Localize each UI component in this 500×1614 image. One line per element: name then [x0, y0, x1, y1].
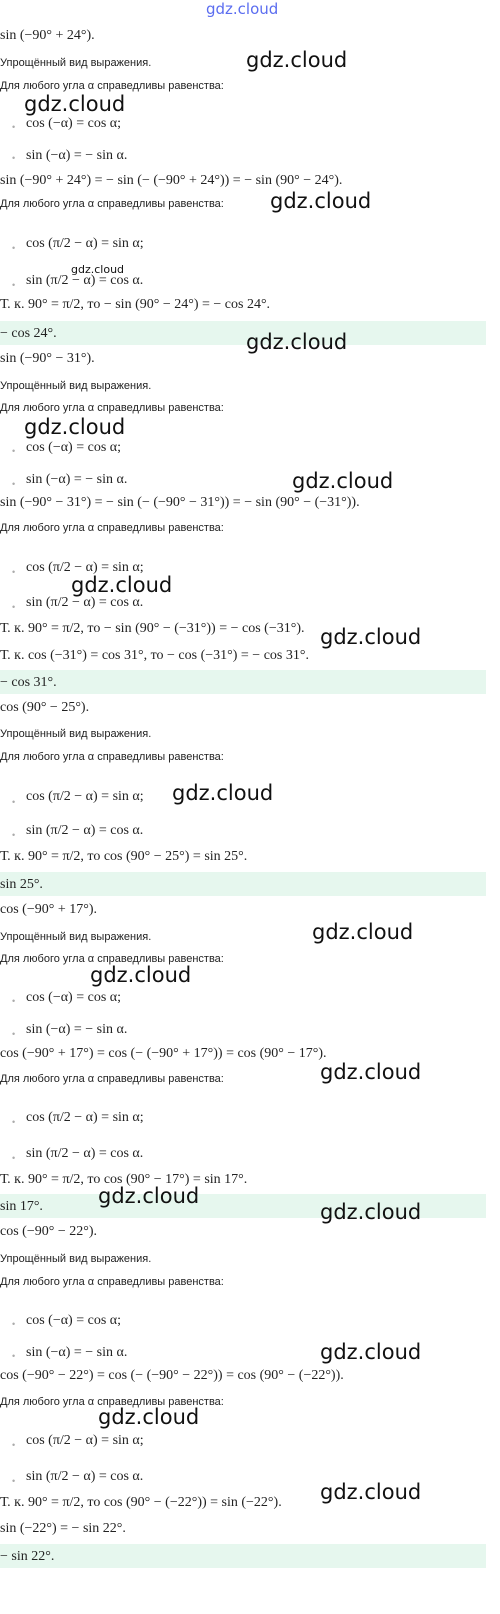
text-line: Для любого угла α справедливы равенства: [0, 402, 224, 414]
text-line: Упрощённый вид выражения. [0, 57, 152, 69]
formula-line: cos (−α) = cos α; [26, 440, 121, 455]
watermark: gdz.cloud [24, 92, 126, 116]
formula-line: Т. к. 90° = π/2, то − sin (90° − (−31°))… [0, 621, 305, 636]
watermark: gdz.cloud [270, 189, 372, 213]
formula-line: sin (π/2 − α) = cos α. [26, 595, 144, 610]
bullet-icon: • [12, 1476, 16, 1486]
answer-line: − sin 22°. [0, 1549, 55, 1564]
answer-line: − cos 31°. [0, 675, 57, 690]
bullet-icon: • [12, 243, 16, 253]
formula-line: sin (−α) = − sin α. [26, 1022, 128, 1037]
text-line: Упрощённый вид выражения. [0, 380, 152, 392]
text-line: Упрощённый вид выражения. [0, 728, 152, 740]
formula-line: sin (π/2 − α) = cos α. [26, 823, 144, 838]
watermark: gdz.cloud [71, 263, 125, 276]
watermark: gdz.cloud [246, 330, 348, 354]
formula-line: cos (−90° + 17°) = cos (− (−90° + 17°)) … [0, 1046, 327, 1061]
answer-highlight [0, 872, 486, 896]
watermark-top: gdz.cloud [206, 0, 279, 18]
text-line: Для любого угла α справедливы равенства: [0, 1396, 224, 1408]
text-line: Для любого угла α справедливы равенства: [0, 1073, 224, 1085]
formula-line: cos (π/2 − α) = sin α; [26, 789, 144, 804]
watermark: gdz.cloud [320, 1060, 422, 1084]
formula-line: sin (π/2 − α) = cos α. [26, 1469, 144, 1484]
formula-line: sin (−90° − 31°) = − sin (− (−90° − 31°)… [0, 495, 360, 510]
bullet-icon: • [12, 1153, 16, 1163]
bullet-icon: • [12, 446, 16, 456]
formula-line: Т. к. 90° = π/2, то cos (90° − (−22°)) =… [0, 1495, 282, 1510]
text-line: Для любого угла α справедливы равенства: [0, 522, 224, 534]
formula-line: sin (π/2 − α) = cos α. [26, 1146, 144, 1161]
text-line: Для любого угла α справедливы равенства: [0, 80, 224, 92]
watermark: gdz.cloud [320, 1480, 422, 1504]
formula-line: Т. к. cos (−31°) = cos 31°, то − cos (−3… [0, 648, 309, 663]
bullet-icon: • [12, 1351, 16, 1361]
formula-line: Т. к. 90° = π/2, то cos (90° − 17°) = si… [0, 1172, 248, 1187]
answer-highlight [0, 1194, 486, 1218]
text-line: Упрощённый вид выражения. [0, 1253, 152, 1265]
formula-line: Т. к. 90° = π/2, то cos (90° − 25°) = si… [0, 849, 248, 864]
formula-line: cos (π/2 − α) = sin α; [26, 560, 144, 575]
watermark: gdz.cloud [246, 48, 348, 72]
bullet-icon: • [12, 797, 16, 807]
watermark: gdz.cloud [320, 1340, 422, 1364]
watermark: gdz.cloud [320, 625, 422, 649]
answer-line: sin 17°. [0, 1199, 43, 1214]
formula-line: cos (−90° − 22°) = cos (− (−90° − 22°)) … [0, 1368, 344, 1383]
bullet-icon: • [12, 479, 16, 489]
bullet-icon: • [12, 830, 16, 840]
formula-line: sin (−α) = − sin α. [26, 1345, 128, 1360]
formula-line: cos (−α) = cos α; [26, 1313, 121, 1328]
formula-line: sin (π/2 − α) = cos α. [26, 273, 144, 288]
bullet-icon: • [12, 280, 16, 290]
watermark: gdz.cloud [98, 1405, 200, 1429]
bullet-icon: • [12, 602, 16, 612]
text-line: Для любого угла α справедливы равенства: [0, 953, 224, 965]
watermark: gdz.cloud [24, 415, 126, 439]
answer-line: − cos 24°. [0, 326, 57, 341]
text-line: Для любого угла α справедливы равенства: [0, 751, 224, 763]
expression-line: cos (−90° + 17°). [0, 902, 97, 917]
bullet-icon: • [12, 1117, 16, 1127]
text-line: Для любого угла α справедливы равенства: [0, 198, 224, 210]
watermark: gdz.cloud [71, 573, 173, 597]
bullet-icon: • [12, 1029, 16, 1039]
expression-line: cos (−90° − 22°). [0, 1224, 97, 1239]
bullet-icon: • [12, 996, 16, 1006]
answer-highlight [0, 321, 486, 345]
text-line: Упрощённый вид выражения. [0, 931, 152, 943]
bullet-icon: • [12, 567, 16, 577]
answer-highlight [0, 1544, 486, 1568]
formula-line: cos (π/2 − α) = sin α; [26, 236, 144, 251]
formula-line: sin (−90° + 24°) = − sin (− (−90° + 24°)… [0, 173, 343, 188]
watermark: gdz.cloud [172, 781, 274, 805]
watermark: gdz.cloud [98, 1184, 200, 1208]
formula-line: cos (π/2 − α) = sin α; [26, 1110, 144, 1125]
bullet-icon: • [12, 153, 16, 163]
formula-line: Т. к. 90° = π/2, то − sin (90° − 24°) = … [0, 297, 271, 312]
formula-line: cos (−α) = cos α; [26, 116, 121, 131]
bullet-icon: • [12, 1440, 16, 1450]
expression-line: sin (−90° − 31°). [0, 351, 95, 366]
watermark: gdz.cloud [312, 920, 414, 944]
formula-line: sin (−22°) = − sin 22°. [0, 1521, 126, 1536]
watermark: gdz.cloud [90, 963, 192, 987]
expression-line: sin (−90° + 24°). [0, 28, 95, 43]
formula-line: sin (−α) = − sin α. [26, 148, 128, 163]
formula-line: sin (−α) = − sin α. [26, 472, 128, 487]
watermark: gdz.cloud [292, 469, 394, 493]
formula-line: cos (π/2 − α) = sin α; [26, 1433, 144, 1448]
watermark: gdz.cloud [320, 1200, 422, 1224]
text-line: Для любого угла α справедливы равенства: [0, 1276, 224, 1288]
answer-line: sin 25°. [0, 877, 43, 892]
answer-highlight [0, 670, 486, 694]
expression-line: cos (90° − 25°). [0, 700, 90, 715]
bullet-icon: • [12, 122, 16, 132]
bullet-icon: • [12, 1319, 16, 1329]
formula-line: cos (−α) = cos α; [26, 990, 121, 1005]
